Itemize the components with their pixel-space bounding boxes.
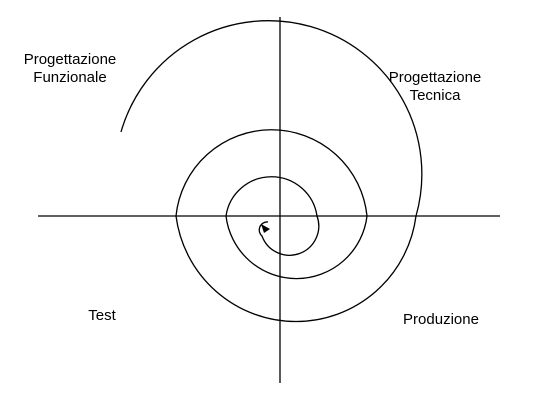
arrow-head-icon: [261, 224, 270, 233]
label-test: Test: [80, 307, 124, 325]
label-line: Progettazione: [388, 69, 482, 86]
spiral-curve: [120, 20, 423, 323]
label-progettazione-funzionale: Progettazione Funzionale: [14, 51, 126, 87]
label-progettazione-tecnica: Progettazione Tecnica: [377, 69, 493, 105]
label-line: Tecnica: [409, 87, 461, 104]
label-produzione: Produzione: [395, 311, 487, 329]
label-line: Produzione: [403, 311, 479, 328]
label-line: Test: [88, 307, 116, 324]
label-line: Progettazione: [23, 51, 117, 68]
label-line: Funzionale: [33, 69, 107, 86]
